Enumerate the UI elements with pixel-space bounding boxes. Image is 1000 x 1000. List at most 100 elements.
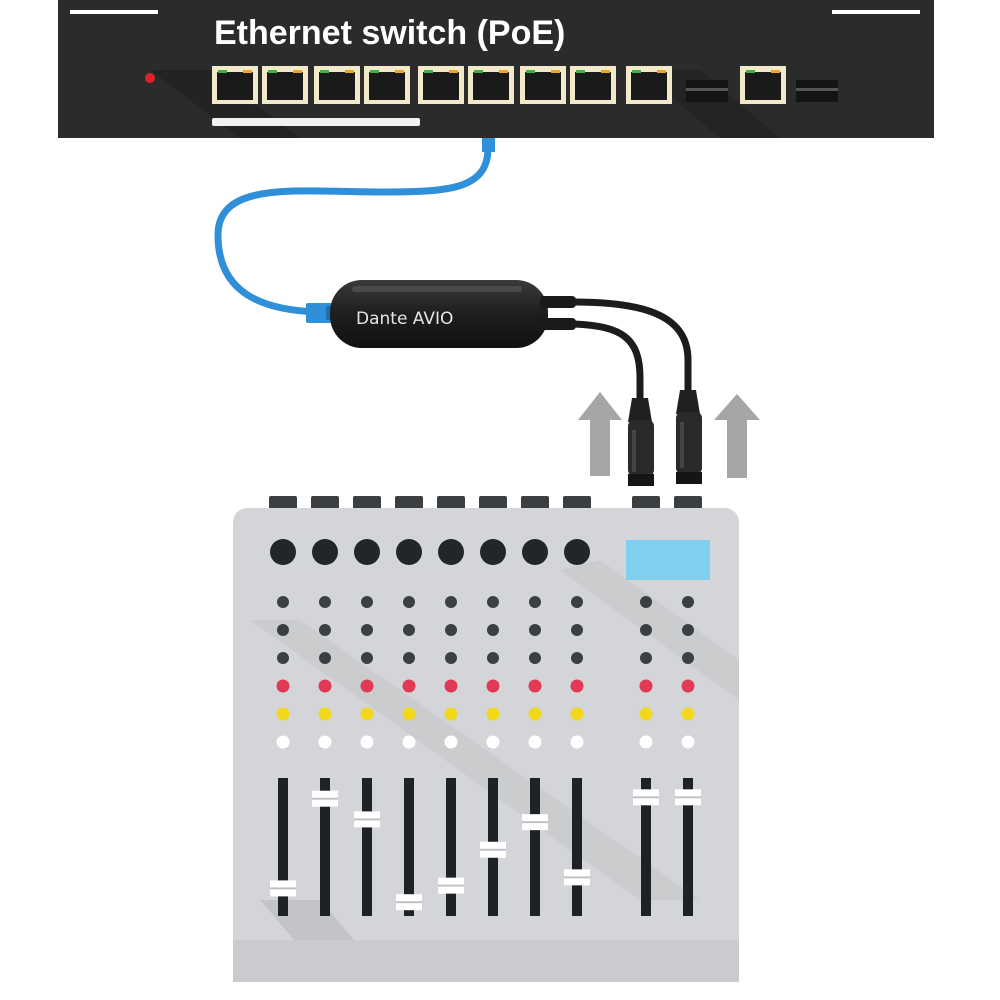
aux-knob-red: [360, 679, 374, 693]
eq-knob: [529, 624, 541, 636]
eq-knob: [403, 652, 415, 664]
port-led-amber: [449, 70, 458, 73]
pan-knob-yellow: [444, 707, 458, 721]
rj45-port-opening: [575, 72, 611, 100]
eq-knob: [682, 596, 694, 608]
switch-rack-mark: [70, 10, 158, 14]
mixer-input-jack: [479, 496, 507, 510]
sfp-slot-rail: [796, 88, 838, 91]
mixer-display-screen: [626, 540, 710, 580]
channel-fader-cap-line: [270, 887, 296, 890]
eq-knob: [361, 624, 373, 636]
rj45-port-opening: [369, 72, 405, 100]
aux-knob-red: [402, 679, 416, 693]
mute-button-white: [570, 735, 584, 749]
mixer-input-jack: [353, 496, 381, 510]
channel-fader-track: [320, 778, 330, 916]
port-led-amber: [243, 70, 252, 73]
audio-cable-left: [570, 320, 644, 404]
eq-knob: [682, 624, 694, 636]
pan-knob-yellow: [639, 707, 653, 721]
mute-button-white: [681, 735, 695, 749]
port-led-green: [320, 70, 329, 73]
audio-cable-right: [570, 298, 692, 396]
eq-knob: [487, 624, 499, 636]
port-led-green: [268, 70, 277, 73]
adapter-output-boot: [540, 296, 576, 308]
rj45-port-opening: [631, 72, 667, 100]
mixer-input-jack: [269, 496, 297, 510]
pan-knob-yellow: [681, 707, 695, 721]
mixer-front-strip: [233, 940, 739, 982]
mixer-input-jack: [395, 496, 423, 510]
xlr-connector-left: [628, 398, 654, 486]
mixer-input-jack: [521, 496, 549, 510]
port-led-green: [370, 70, 379, 73]
mixer-input-jack: [632, 496, 660, 510]
gain-knob: [522, 539, 548, 565]
gain-knob: [438, 539, 464, 565]
gain-knob: [270, 539, 296, 565]
mute-button-white: [318, 735, 332, 749]
eq-knob: [487, 652, 499, 664]
rj45-port-opening: [319, 72, 355, 100]
eq-knob: [571, 652, 583, 664]
mixer-channel-strips: [270, 539, 701, 916]
eq-knob: [403, 624, 415, 636]
port-led-amber: [395, 70, 404, 73]
eq-knob: [571, 596, 583, 608]
rj45-port-opening: [423, 72, 459, 100]
aux-knob-red: [318, 679, 332, 693]
pan-knob-yellow: [360, 707, 374, 721]
rj45-port-opening: [267, 72, 303, 100]
pan-knob-yellow: [528, 707, 542, 721]
aux-knob-red: [444, 679, 458, 693]
port-led-green: [474, 70, 483, 73]
gain-knob: [396, 539, 422, 565]
mute-button-white: [444, 735, 458, 749]
port-led-green: [526, 70, 535, 73]
adapter-highlight: [352, 286, 522, 292]
eq-knob: [640, 624, 652, 636]
port-led-amber: [345, 70, 354, 73]
gain-knob: [354, 539, 380, 565]
gain-knob: [312, 539, 338, 565]
ethernet-cable: [214, 144, 492, 316]
dante-avio-adapter: Dante AVIO: [330, 280, 576, 348]
channel-fader-track: [572, 778, 582, 916]
port-led-amber: [293, 70, 302, 73]
gain-knob: [480, 539, 506, 565]
switch-rack-mark: [832, 10, 920, 14]
channel-fader-track: [530, 778, 540, 916]
adapter-body: [330, 280, 548, 348]
channel-fader-track: [278, 778, 288, 916]
mixer-input-jack: [563, 496, 591, 510]
mute-button-white: [639, 735, 653, 749]
eq-knob: [682, 652, 694, 664]
aux-knob-red: [639, 679, 653, 693]
eq-knob: [361, 596, 373, 608]
rj45-port-opening: [525, 72, 561, 100]
mute-button-white: [276, 735, 290, 749]
eq-knob: [640, 652, 652, 664]
port-led-green: [218, 70, 227, 73]
master-fader-cap-line: [633, 796, 659, 799]
power-led: [145, 73, 155, 83]
port-led-green: [632, 70, 641, 73]
master-fader-track: [641, 778, 651, 916]
gain-knob: [564, 539, 590, 565]
mute-button-white: [486, 735, 500, 749]
port-led-green: [746, 70, 755, 73]
signal-arrow-left-icon: [578, 392, 622, 476]
rj45-port-opening: [745, 72, 781, 100]
eq-knob: [319, 652, 331, 664]
eq-knob: [445, 652, 457, 664]
eq-knob: [277, 624, 289, 636]
aux-knob-red: [681, 679, 695, 693]
channel-fader-cap-line: [564, 876, 590, 879]
eq-knob: [571, 624, 583, 636]
port-led-amber: [771, 70, 780, 73]
aux-knob-red: [276, 679, 290, 693]
switch-label-strip: [212, 118, 420, 126]
eq-knob: [529, 652, 541, 664]
